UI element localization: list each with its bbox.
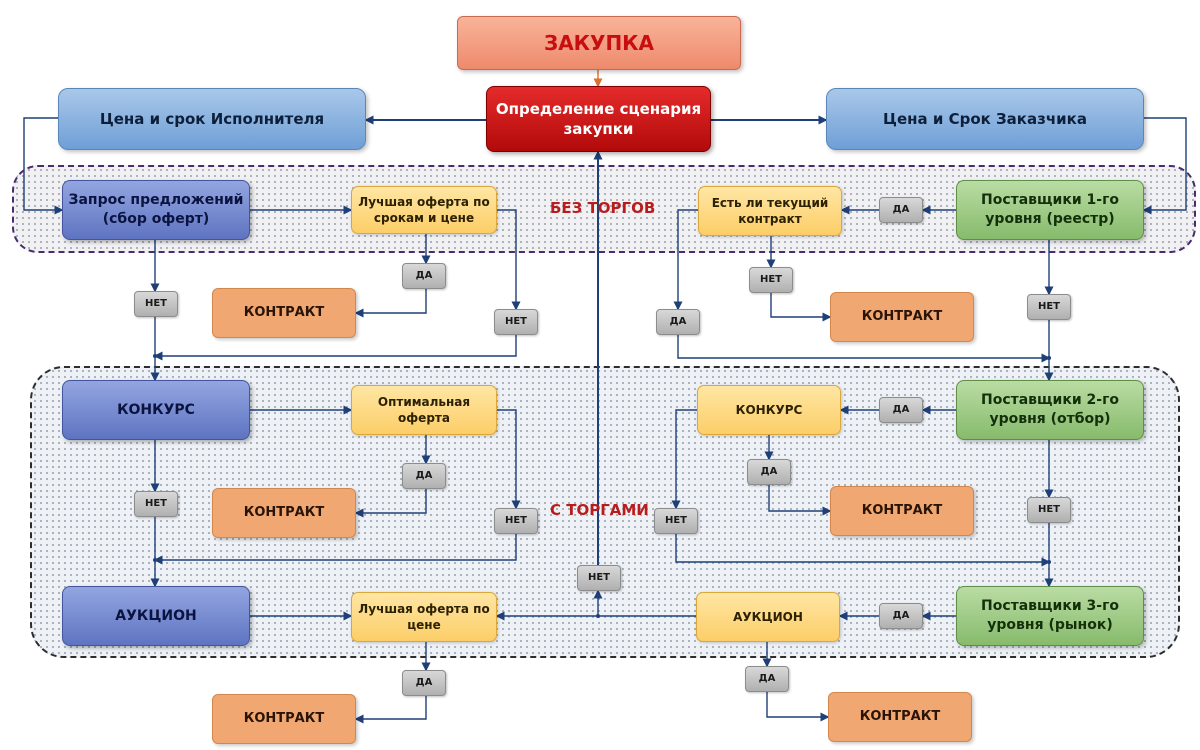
yes-tag: ДА	[402, 263, 446, 289]
yes-tag: ДА	[402, 463, 446, 489]
customer-price-term: Цена и Срок Заказчика	[826, 88, 1144, 150]
contract-box: КОНТРАКТ	[830, 486, 974, 536]
yes-tag: ДА	[656, 309, 700, 335]
no-tag: НЕТ	[494, 508, 538, 534]
connector-arrow	[673, 209, 698, 311]
connector-arrow	[671, 409, 697, 510]
connector-arrow	[354, 289, 427, 318]
junction-dot	[1047, 356, 1051, 360]
yes-tag: ДА	[879, 397, 923, 423]
connector-arrow	[497, 409, 521, 510]
connector-arrow	[354, 696, 427, 724]
contest-right: КОНКУРС	[697, 385, 841, 435]
junction-dot	[153, 354, 157, 358]
connector-arrow	[23, 117, 64, 215]
auction-right: АУКЦИОН	[696, 592, 840, 642]
optimal-offer: Оптимальная оферта	[351, 385, 497, 435]
no-tag: НЕТ	[654, 508, 698, 534]
suppliers-level-2: Поставщики 2-го уровня (отбор)	[956, 380, 1144, 440]
connector-arrow	[153, 335, 517, 361]
no-tag: НЕТ	[577, 565, 621, 591]
contract-box: КОНТРАКТ	[828, 692, 972, 742]
contract-box: КОНТРАКТ	[212, 288, 356, 338]
junction-dot	[1047, 560, 1051, 564]
auction-left: АУКЦИОН	[62, 586, 250, 646]
contract-box: КОНТРАКТ	[212, 488, 356, 538]
connector-arrow	[770, 293, 832, 322]
connector-arrow	[354, 489, 427, 518]
contract-box: КОНТРАКТ	[830, 292, 974, 342]
connector-arrow	[677, 335, 1051, 363]
current-contract-question: Есть ли текущий контракт	[698, 186, 842, 236]
best-offer-terms-price: Лучшая оферта по срокам и цене	[351, 186, 497, 234]
scenario-definition: Определение сценария закупки	[486, 86, 711, 152]
suppliers-level-1: Поставщики 1-го уровня (реестр)	[956, 180, 1144, 240]
no-tag: НЕТ	[134, 491, 178, 517]
no-tag: НЕТ	[1027, 294, 1071, 320]
yes-tag: ДА	[402, 670, 446, 696]
connector-arrow	[768, 485, 832, 516]
connector-arrow	[497, 209, 521, 311]
no-tender-zone-label: БЕЗ ТОРГОВ	[550, 199, 656, 217]
yes-tag: ДА	[745, 666, 789, 692]
junction-dot	[153, 558, 157, 562]
executor-price-term: Цена и срок Исполнителя	[58, 88, 366, 150]
junction-dot	[596, 614, 600, 618]
connector-arrow	[766, 692, 830, 722]
no-tag: НЕТ	[134, 291, 178, 317]
tender-zone-label: С ТОРГАМИ	[550, 501, 649, 519]
best-offer-price: Лучшая оферта по цене	[351, 592, 497, 642]
procurement-title: ЗАКУПКА	[457, 16, 741, 70]
suppliers-level-3: Поставщики 3-го уровня (рынок)	[956, 586, 1144, 646]
yes-tag: ДА	[879, 603, 923, 629]
no-tag: НЕТ	[494, 309, 538, 335]
yes-tag: ДА	[879, 197, 923, 223]
no-tag: НЕТ	[1027, 497, 1071, 523]
yes-tag: ДА	[747, 459, 791, 485]
request-for-proposals: Запрос предложений (сбор оферт)	[62, 180, 250, 240]
connector-arrow	[153, 534, 517, 565]
connector-arrow	[1142, 117, 1187, 215]
no-tag: НЕТ	[749, 267, 793, 293]
connector-arrow	[675, 534, 1051, 567]
contest-left: КОНКУРС	[62, 380, 250, 440]
contract-box: КОНТРАКТ	[212, 694, 356, 744]
